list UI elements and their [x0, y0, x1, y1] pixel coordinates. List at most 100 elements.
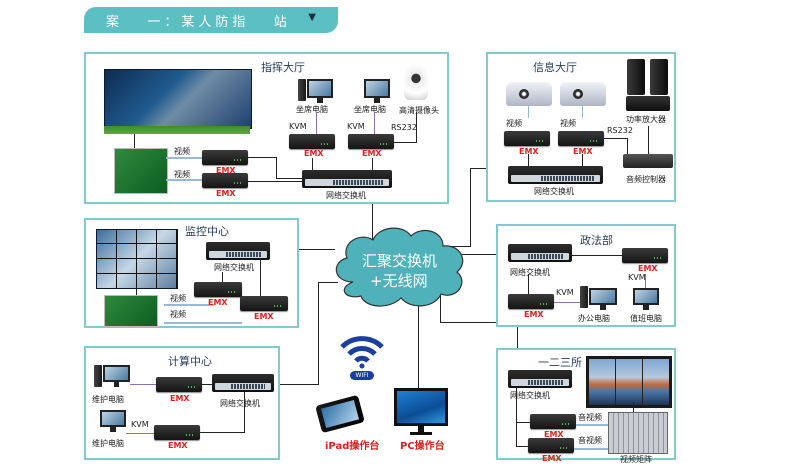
link-institute-to-core-v1 — [440, 290, 441, 322]
amp-to-mixer-line — [648, 126, 649, 156]
speaker — [650, 59, 668, 95]
emx-label: EMX — [544, 430, 564, 439]
pc-terminal-monitor[interactable] — [394, 388, 448, 436]
wall-to-card-line — [136, 287, 137, 295]
maint-pc-label: 维护电脑 — [92, 395, 124, 404]
emx-label: EMX — [216, 166, 236, 175]
zone-title: 计算中心 — [168, 355, 212, 368]
switch-label: 网络交换机 — [510, 268, 550, 277]
emx-label: EMX — [362, 149, 382, 158]
emx-to-switch-line — [312, 158, 313, 172]
emx-device — [240, 296, 288, 311]
kvm-label: KVM — [131, 420, 149, 429]
emx-device — [156, 377, 202, 392]
av-label: 音视频 — [578, 436, 602, 445]
av-line — [574, 448, 608, 450]
switch-label: 网络交换机 — [220, 399, 260, 408]
zone-monitor-center: 监控中心 视频 视频 网络交换机 EMX EMX — [84, 218, 299, 328]
network-switch — [508, 370, 572, 388]
rs232-label: RS232 — [607, 126, 633, 135]
zone-title: 一二三所 — [538, 356, 582, 369]
emx-label: EMX — [524, 310, 544, 319]
link-compute-to-core-h1 — [318, 282, 338, 283]
switch-to-emx-line — [516, 422, 530, 423]
institute-video-wall — [586, 356, 672, 408]
emx-to-switch-line — [528, 154, 529, 168]
title-banner[interactable]: 案 一：某人防指 站 ▼ — [84, 7, 338, 33]
switch-label: 网络交换机 — [326, 191, 366, 200]
wifi-icon — [340, 336, 384, 369]
kvm-label: KVM — [289, 122, 307, 131]
seat-pc-monitor — [364, 79, 390, 103]
link-info-to-core — [470, 168, 471, 246]
kvm-line — [645, 274, 646, 292]
emx-device — [558, 131, 604, 146]
projector — [560, 82, 606, 106]
speaker — [627, 59, 645, 95]
wall-to-matrix-line — [633, 402, 634, 414]
ipad-label: iPad操作台 — [325, 441, 380, 452]
emx-label: EMX — [208, 298, 228, 307]
kvm-label: KVM — [556, 288, 574, 297]
kvm-line — [316, 112, 317, 136]
switch-to-emx-line — [222, 272, 223, 284]
link-command-to-core — [372, 190, 373, 240]
kvm-line — [374, 112, 375, 136]
pc-label: PC操作台 — [400, 441, 445, 452]
pc-tower — [94, 365, 102, 387]
emx-to-switch-line — [276, 157, 277, 179]
emx-device — [622, 248, 668, 263]
network-switch — [508, 244, 572, 262]
switch-to-emx-line — [572, 255, 622, 256]
emx-to-switch-line — [372, 158, 373, 172]
pc-to-emx-line — [130, 384, 156, 385]
core-label-line1: 汇聚交换机 — [362, 252, 438, 270]
amplifier-label: 功率放大器 — [626, 115, 666, 124]
emx-device — [528, 438, 574, 453]
page-title: 案 一：某人防指 站 — [106, 15, 291, 30]
kvm-label: KVM — [628, 273, 646, 282]
video-label: 视频 — [170, 294, 186, 303]
emx-label: EMX — [168, 441, 188, 450]
seat-pc-monitor — [307, 79, 333, 103]
zone-title: 指挥大厅 — [261, 61, 305, 74]
pc-tower — [298, 79, 306, 101]
zone-compute-center: 计算中心 维护电脑 EMX 网络交换机 维护电脑 KVM EMX — [84, 346, 280, 460]
decoder-card — [114, 148, 168, 194]
zone-title: 信息大厅 — [533, 61, 577, 74]
switch-label: 网络交换机 — [534, 187, 574, 196]
link-compute-to-core-h2 — [272, 384, 319, 385]
core-label-line2: +无线网 — [370, 272, 428, 290]
video-line — [164, 322, 242, 324]
duty-pc-label: 值班电脑 — [630, 314, 662, 323]
video-wall — [104, 69, 252, 129]
power-amplifier — [626, 96, 670, 111]
rs232-line — [604, 138, 628, 139]
zone-institute: 一二三所 网络交换机 EMX EMX 音视频 音视频 视频矩阵 — [496, 348, 676, 464]
monitor-video-wall — [96, 229, 178, 289]
emx-device — [154, 425, 200, 440]
video-line — [166, 157, 202, 159]
cloud-shape — [335, 227, 464, 307]
link-pc-to-core — [418, 295, 419, 390]
emx-device — [202, 173, 248, 188]
wifi-badge-text: WIFI — [355, 372, 369, 379]
emx-label: EMX — [304, 149, 324, 158]
ipad-device[interactable] — [315, 394, 365, 434]
triangle-down-icon[interactable]: ▼ — [308, 12, 316, 23]
rs232-label: RS232 — [391, 123, 417, 132]
video-label: 视频 — [174, 147, 190, 156]
switch-label: 网络交换机 — [510, 391, 550, 400]
kvm-label: KVM — [347, 122, 365, 131]
office-pc-monitor — [589, 288, 617, 310]
link-info-to-core-h2 — [446, 246, 471, 247]
switch-to-emx-line — [260, 260, 261, 298]
emx-device — [202, 150, 248, 165]
kvm-line — [554, 302, 580, 303]
video-label: 视频 — [170, 310, 186, 319]
audio-controller-label: 音频控制器 — [626, 175, 666, 184]
core-cloud — [335, 227, 464, 307]
emx-to-switch-line — [248, 157, 276, 158]
camera-label: 高清摄像头 — [399, 106, 439, 115]
link-compute-to-core-v — [318, 282, 319, 384]
